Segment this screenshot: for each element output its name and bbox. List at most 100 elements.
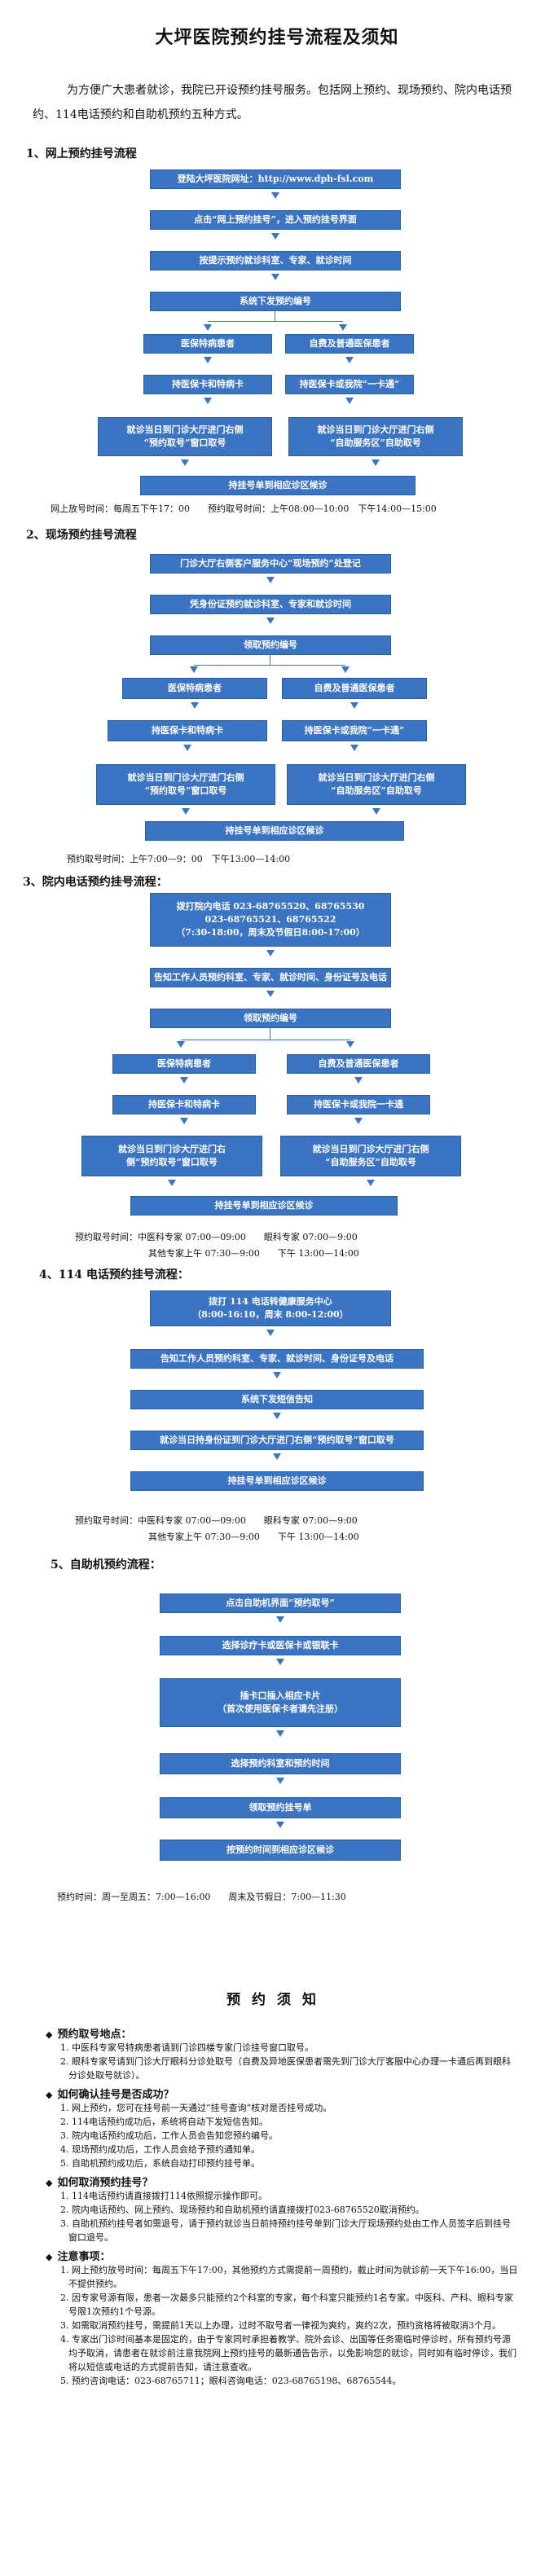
item-number: 1. [60,2042,72,2053]
notice-item-text: 现场预约成功后，工作人员会给予预约通知单。 [72,2144,260,2155]
notice-list-attention: 1. 网上预约放号时间：每周五下午17:00，其他预约方式需提前一周预约，截止时… [46,2263,518,2388]
notice-item: 5. 预约咨询电话：023-68765711；眼科咨询电话：023-687651… [46,2374,518,2388]
section-online-heading: 1、网上预约挂号流程 [26,147,137,160]
notice-list-confirm: 1. 网上预约，您可在挂号前一天通过“挂号查询”核对是否挂号成功。2. 114电… [46,2101,518,2170]
arrow-down-icon [372,808,380,815]
arrow-down-icon [273,1372,281,1378]
onsite-step-special: 医保特病患者 [122,678,267,699]
notice-item-text: 预约咨询电话：023-68765711；眼科咨询电话：023-68765198、… [72,2376,402,2386]
notice-item-text: 自助机预约挂号者如需退号，请于预约就诊当日前持预约挂号单到门诊大厅现场预约处由工… [68,2218,511,2243]
section-phone-heading: 3、院内电话预约挂号流程： [23,876,168,889]
arrow-down-icon [276,1822,284,1828]
arrow-down-icon [204,398,212,404]
onsite-time: 预约取号时间：上午7:00—9：00 下午13:00—14:00 [67,854,291,864]
online-step-wait: 持挂号单到相应诊区候诊 [140,476,416,495]
arrow-down-icon [266,618,275,624]
item-number: 1. [60,2265,72,2275]
item-number: 1. [60,2103,72,2113]
notice-item: 4. 专家出门诊时间基本是固定的，由于专家同时承担着教学、院外会诊、出国等任务需… [46,2332,518,2374]
arrow-down-icon [266,950,275,956]
114-step-tell: 告知工作人员预约科室、专家、就诊时间、身份证号及电话 [130,1349,424,1369]
114-step-wait: 持挂号单到相应诊区候诊 [130,1471,424,1491]
kiosk-step-receipt: 领取预约挂号单 [160,1797,401,1818]
arrow-down-icon [204,324,212,331]
arrow-down-icon [177,1041,185,1048]
onsite-step-card-special: 持医保卡和特病卡 [108,720,267,741]
notice-item: 2. 眼科专家号请到门诊大厅眼科分诊处取号（自费及异地医保患者需先到门诊大厅客服… [46,2055,518,2082]
notice-item-text: 眼科专家号请到门诊大厅眼科分诊处取号（自费及异地医保患者需先到门诊大厅客服中心办… [68,2056,511,2081]
onsite-step-selfpay: 自费及普通医保患者 [282,678,427,699]
diamond-bullet-icon: ◆ [46,2178,53,2188]
arrow-down-icon [341,666,350,673]
page-title: 大坪医院预约挂号流程及须知 [155,27,399,48]
notice-item: 1. 中医科专家号特病患者请到门诊四楼专家门诊挂号窗口取号。 [46,2041,518,2055]
arrow-down-icon [190,666,198,673]
notice-item: 1. 114电话预约请直接拨打114依照提示操作即可。 [46,2189,518,2203]
phone-time-2: 其他专家上午 07:30—9:00 下午 13:00—14:00 [148,1248,359,1259]
notice-item: 3. 自助机预约挂号者如需退号，请于预约就诊当日前持预约挂号单到门诊大厅现场预约… [46,2217,518,2244]
arrow-down-icon [271,192,279,199]
arrow-down-icon [271,233,279,240]
item-number: 5. [60,2376,72,2386]
connector-line [194,665,345,666]
item-number: 5. [60,2158,72,2169]
online-step-card-normal: 持医保卡或我院“一卡通” [285,375,414,394]
arrow-down-icon [339,324,347,331]
arrow-down-icon [367,1180,375,1186]
arrow-down-icon [350,745,358,751]
phone-step-card-normal: 持医保卡或我院一卡通 [287,1095,430,1114]
diamond-bullet-icon: ◆ [46,2029,53,2040]
item-number: 3. [60,2130,72,2141]
arrow-down-icon [183,745,191,751]
online-step-login: 登陆大坪医院网址：http://www.dph-fsl.com [150,169,401,189]
onsite-step-window: 就诊当日到门诊大厅进门右侧 “预约取号”窗口取号 [96,764,275,805]
diamond-bullet-icon: ◆ [46,2252,53,2262]
item-number: 2. [60,2117,72,2127]
notice-item-text: 网上预约，您可在挂号前一天通过“挂号查询”核对是否挂号成功。 [72,2103,332,2113]
phone-step-special: 医保特病患者 [112,1054,256,1074]
online-step-window: 就诊当日到门诊大厅进门右侧 “预约取号”窗口取号 [98,417,272,456]
arrow-down-icon [273,1453,281,1460]
kiosk-step-select: 选择预约科室和预约时间 [160,1753,401,1774]
notice-list-location: 1. 中医科专家号特病患者请到门诊四楼专家门诊挂号窗口取号。2. 眼科专家号请到… [46,2041,518,2082]
arrow-down-icon [180,1077,188,1084]
arrow-down-icon [182,808,190,815]
phone-step-call: 拨打院内电话 023-68765520、68765530 023-6876552… [150,893,391,947]
item-number: 2. [60,2292,72,2303]
arrow-down-icon [276,1730,284,1737]
114-step-window: 就诊当日持身份证到门诊大厅进门右侧“预约取号”窗口取号 [130,1431,424,1450]
notice-item-text: 因专家号源有限，患者一次最多只能预约2个科室的专家，每个科室只能预约1名专家。中… [68,2292,513,2317]
phone-step-number: 领取预约编号 [150,1009,391,1028]
arrow-down-icon [271,274,279,280]
114-time-2: 其他专家上午 07:30—9:00 下午 13:00—14:00 [148,1532,359,1542]
notice-item-text: 院内电话预约成功后，工作人员会告知您预约编号。 [72,2130,278,2141]
kiosk-time: 预约时间：周一至周五：7:00—16:00 周末及节假日：7:00—11:30 [57,1892,346,1902]
onsite-step-id: 凭身份证预约就诊科室、专家和就诊时间 [150,595,391,614]
item-number: 4. [60,2144,72,2155]
notice-heading-confirm: ◆如何确认挂号是否成功？ [46,2089,174,2101]
section-kiosk-heading: 5、自助机预约流程： [51,1558,161,1572]
arrow-down-icon [354,1077,363,1084]
onsite-step-wait: 持挂号单到相应诊区候诊 [145,821,404,841]
notice-item: 1. 网上预约，您可在挂号前一天通过“挂号查询”核对是否挂号成功。 [46,2101,518,2115]
item-number: 3. [60,2320,72,2331]
online-step-select: 按提示预约就诊科室、专家、就诊时间 [150,251,401,270]
notice-block: ◆预约取号地点： 1. 中医科专家号特病患者请到门诊四楼专家门诊挂号窗口取号。2… [46,2025,518,2388]
phone-time-1: 预约取号时间：中医科专家 07:00—09:00 眼科专家 07:00—9:00 [75,1232,358,1242]
kiosk-step-insert: 插卡口插入相应卡片 （首次使用医保卡者请先注册） [160,1678,401,1727]
onsite-step-kiosk: 就诊当日到门诊大厅进门右侧 “自助服务区”自助取号 [287,764,466,805]
notice-item: 4. 现场预约成功后，工作人员会给予预约通知单。 [46,2143,518,2156]
notice-item-text: 网上预约放号时间：每周五下午17:00，其他预约方式需提前一周预约，截止时间为就… [68,2265,518,2289]
arrow-down-icon [276,1659,284,1665]
notice-item: 1. 网上预约放号时间：每周五下午17:00，其他预约方式需提前一周预约，截止时… [46,2263,518,2291]
online-step-number: 系统下发预约编号 [150,292,401,311]
notice-item: 3. 院内电话预约成功后，工作人员会告知您预约编号。 [46,2129,518,2143]
arrow-down-icon [191,702,199,709]
notice-list-cancel: 1. 114电话预约请直接拨打114依照提示操作即可。2. 院内电话预约、网上预… [46,2189,518,2244]
section-114-heading: 4、114 电话预约挂号流程： [39,1268,189,1281]
arrow-down-icon [266,991,275,997]
arrow-down-icon [204,357,212,363]
intro-paragraph: 为方便广大患者就诊，我院已开设预约挂号服务。包括网上预约、现场预约、院内电话预约… [33,84,512,121]
phone-step-window: 就诊当日到门诊大厅进门右 侧“预约取号”窗口取号 [81,1136,262,1176]
